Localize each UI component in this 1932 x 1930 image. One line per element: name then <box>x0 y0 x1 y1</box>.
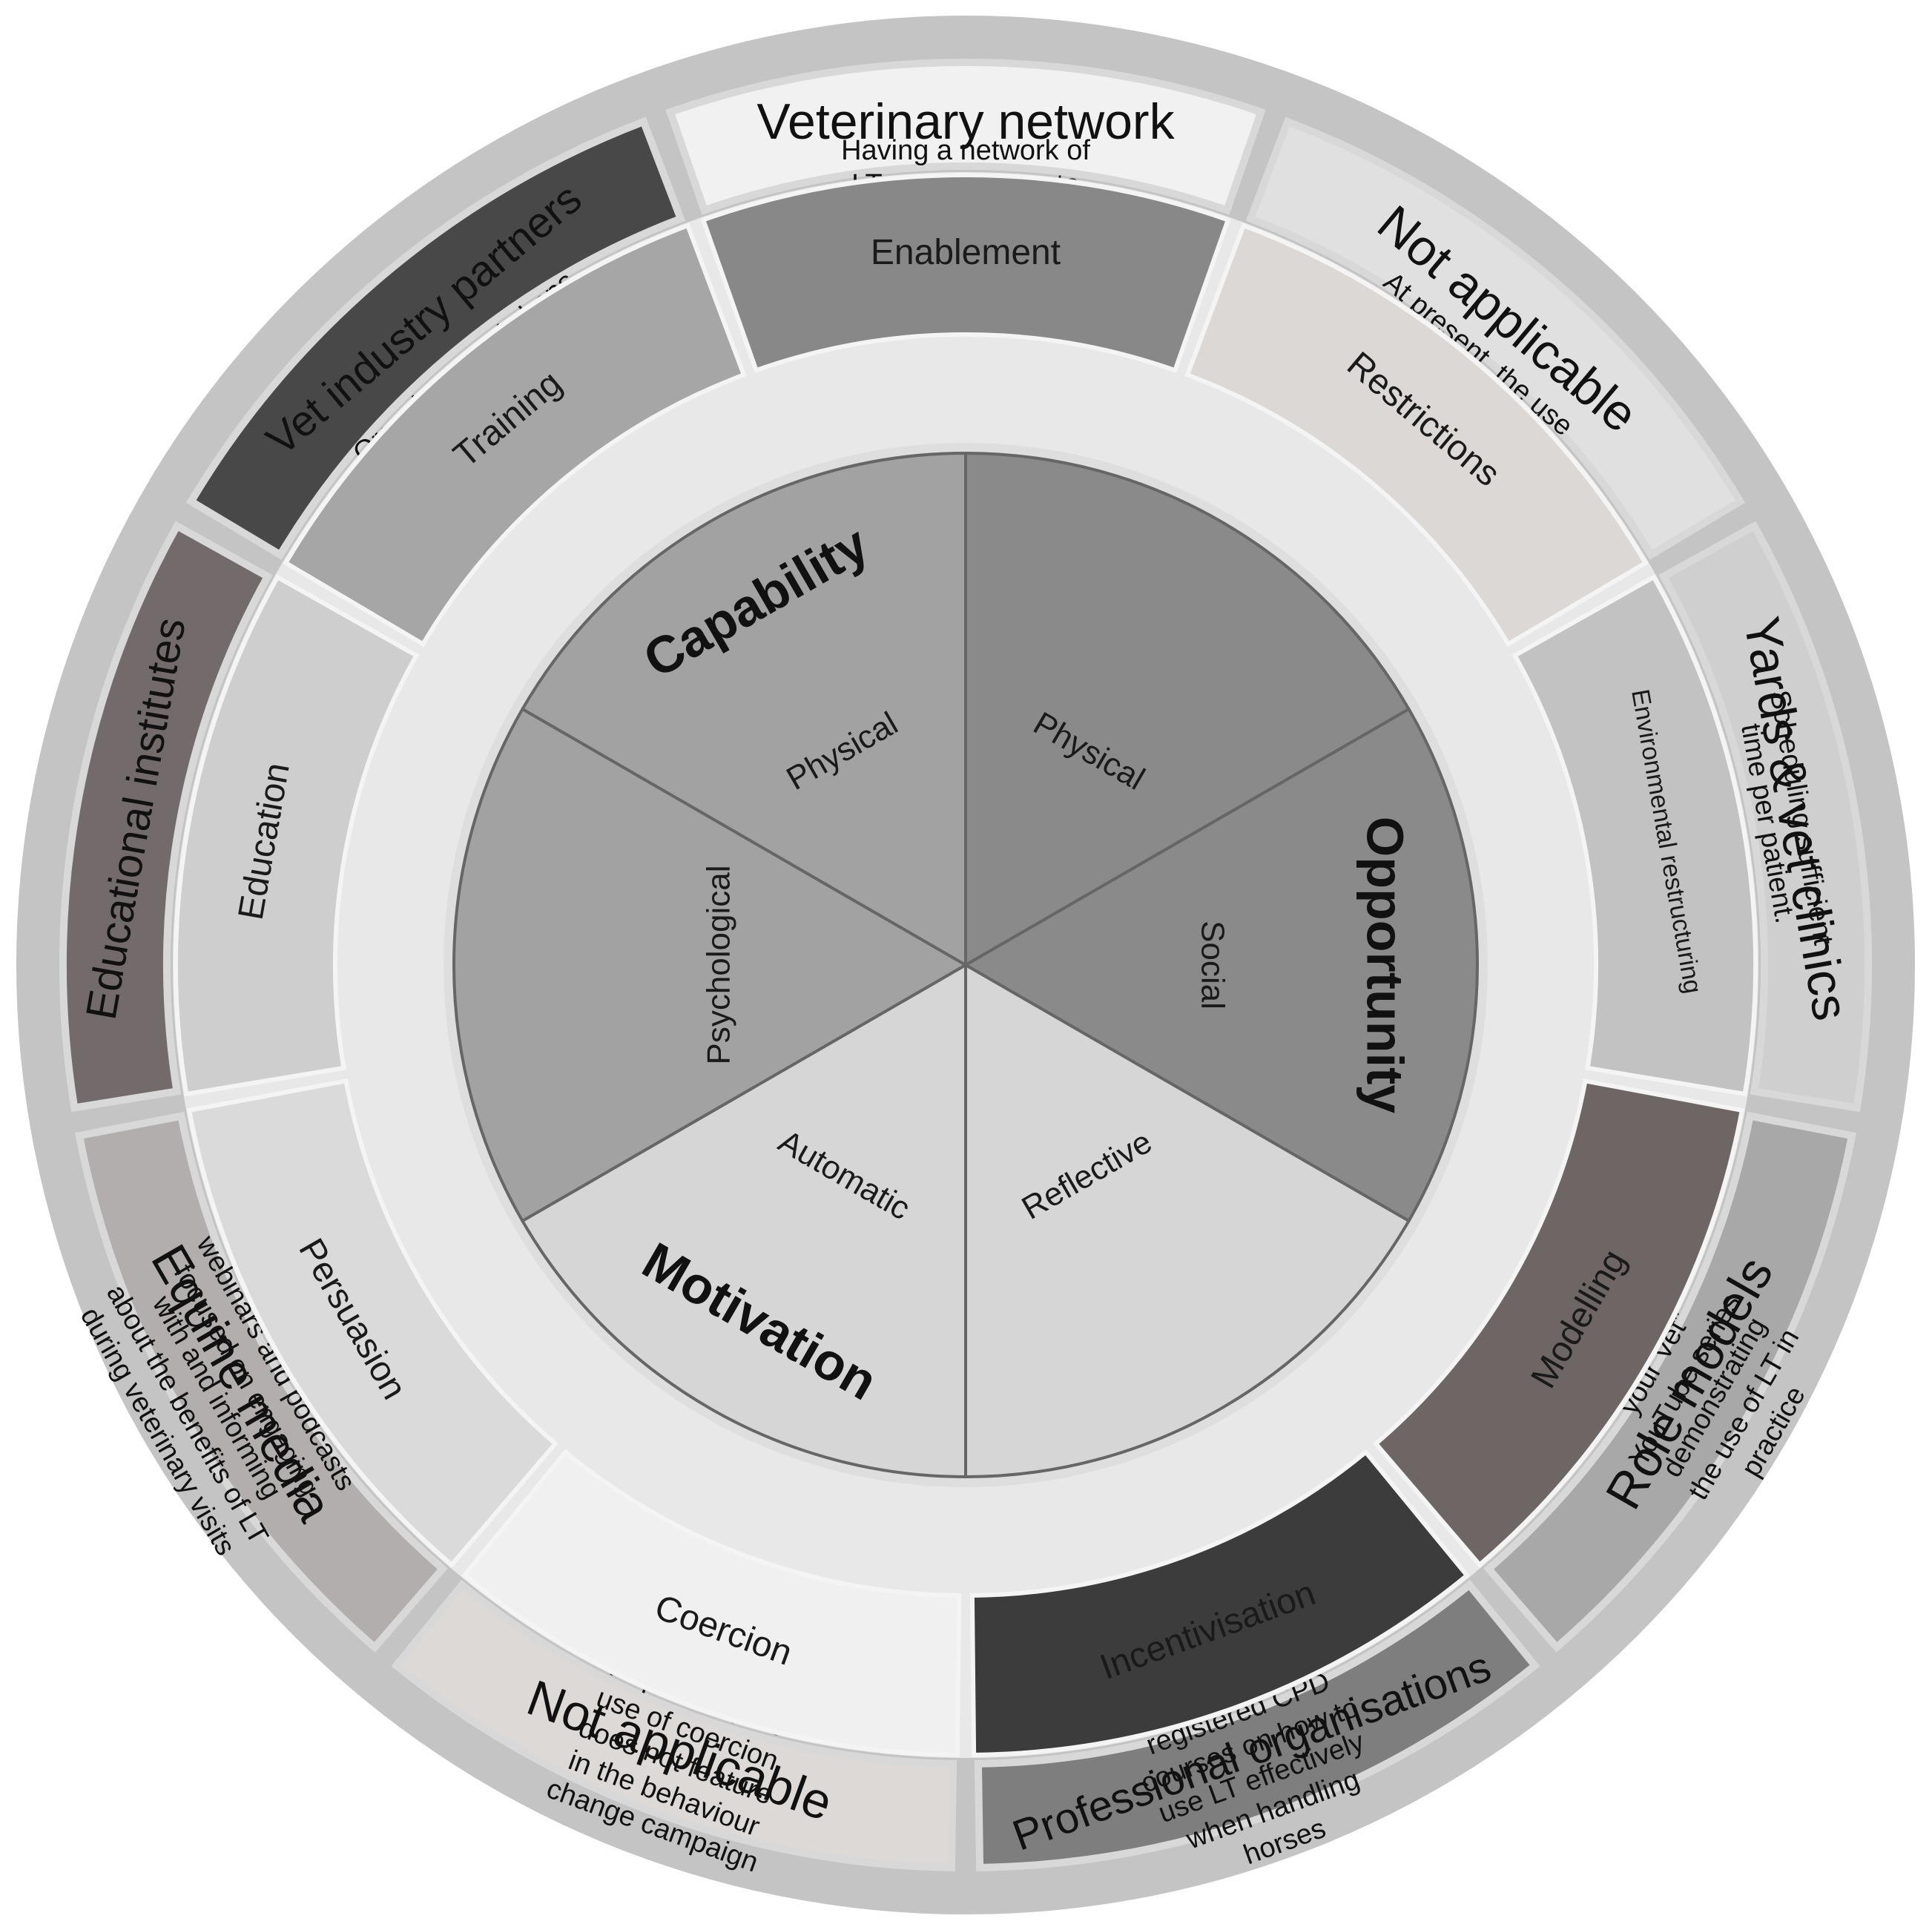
middle-segment-shape <box>186 1078 559 1568</box>
core-component-social-2: Social <box>962 707 1480 1223</box>
core-component-automatic-4: Automatic <box>520 962 967 1479</box>
core-component-shape <box>520 451 967 968</box>
middle-segment-shape <box>283 223 747 648</box>
middle-segment-shape <box>1184 223 1649 648</box>
middle-segment-shape <box>1372 1078 1745 1568</box>
core-component-psychological-5: Psychological <box>452 707 969 1223</box>
core-component-reflective-3: Reflective <box>964 962 1411 1479</box>
middle-segment-shape <box>969 1449 1471 1757</box>
middle-segment-persuasion: Persuasion <box>186 1078 559 1568</box>
middle-segment-shape <box>700 173 1231 374</box>
middle-segment-modelling: Modelling <box>1372 1078 1745 1568</box>
core-component-physical-1: Physical <box>964 451 1411 968</box>
outer-segment-shape <box>75 1111 448 1653</box>
core-component-shape <box>964 451 1411 968</box>
outer-segment-shape <box>1245 116 1746 560</box>
outer-segment-shape <box>59 521 273 1113</box>
middle-segment-label: Enablement <box>871 233 1061 272</box>
outer-segment-shape <box>1658 521 1872 1113</box>
core-component-shape <box>520 962 967 1479</box>
middle-segment-education: Education <box>174 574 420 1097</box>
middle-segment-environmental-restructuring: Environmental restructuring <box>1511 574 1758 1097</box>
core-component-shape <box>962 707 1480 1223</box>
core-component-physical-0: Physical <box>520 451 967 968</box>
outer-segment-shape <box>391 1579 957 1871</box>
middle-segment-shape <box>1511 574 1758 1097</box>
core-component-shape <box>964 962 1411 1479</box>
core-component-label: Social <box>1194 920 1230 1010</box>
middle-segment-shape <box>174 574 420 1097</box>
middle-segment-shape <box>461 1449 962 1757</box>
middle-segment-incentivisation: Incentivisation <box>969 1449 1471 1757</box>
outer-segment-shape <box>185 116 686 560</box>
outer-segment-body-line: Having a network of <box>841 135 1090 166</box>
outer-segment-role-models: Role models“Don't Breakyour Vet”YouTube … <box>1483 1111 1856 1653</box>
outer-segment-shape <box>665 59 1266 215</box>
middle-segment-enablement: Enablement <box>700 173 1231 374</box>
outer-segment-shape <box>974 1579 1540 1871</box>
core-group-opportunity: Opportunity <box>1356 817 1414 1114</box>
outer-segment-shape <box>1483 1111 1856 1653</box>
middle-segment-training: Training <box>283 223 747 648</box>
core-component-label: Psychological <box>701 865 737 1064</box>
middle-segment-coercion: Coercion <box>461 1449 962 1757</box>
middle-segment-restrictions: Restrictions <box>1184 223 1649 648</box>
outer-segment-title: Veterinary network <box>756 93 1175 150</box>
core-component-shape <box>452 707 969 1223</box>
